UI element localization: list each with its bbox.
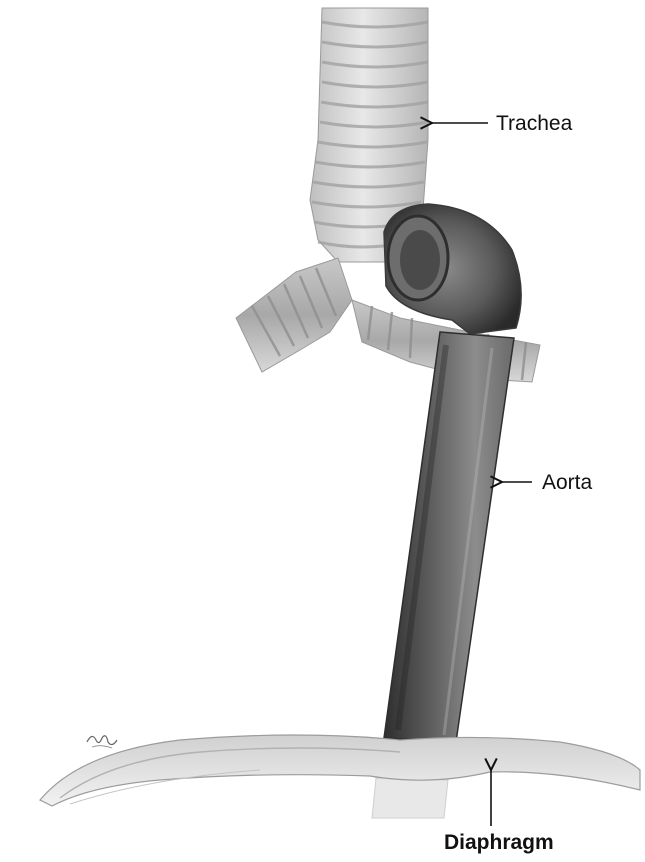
diaphragm-shape <box>40 735 640 806</box>
aorta-label: Aorta <box>542 472 592 493</box>
aorta-below-diaphragm <box>372 778 448 818</box>
trachea-label: Trachea <box>496 113 572 134</box>
artist-signature-mark <box>84 730 120 752</box>
diaphragm-label: Diaphragm <box>444 832 554 853</box>
descending-aorta-shape <box>384 332 514 742</box>
left-bronchus-shape <box>236 258 352 372</box>
aortic-arch-shape <box>384 204 521 334</box>
